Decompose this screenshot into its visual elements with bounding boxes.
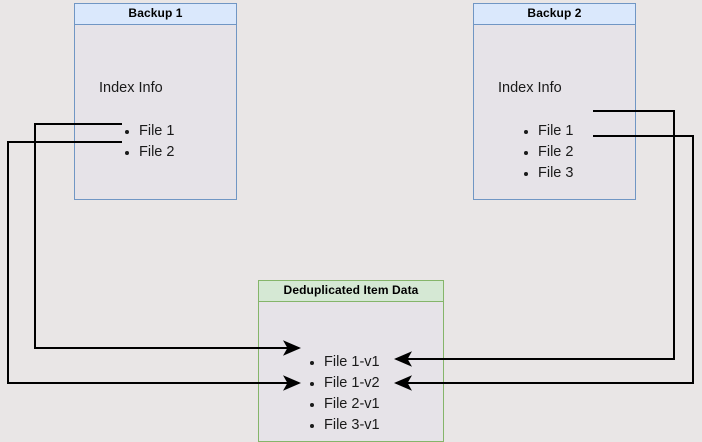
node-backup-1-body: Index Info File 1 File 2	[74, 24, 237, 200]
list-item: File 1	[122, 121, 174, 142]
list-item: File 2	[122, 142, 174, 163]
list-item: File 1	[521, 121, 573, 142]
node-backup-2-subtitle: Index Info	[498, 80, 562, 96]
backup-2-file-list: File 1 File 2 File 3	[521, 121, 573, 184]
list-item: File 1-v2	[307, 373, 380, 394]
node-deduplicated-item-data[interactable]: Deduplicated Item Data File 1-v1 File 1-…	[258, 280, 444, 442]
node-backup-1-subtitle: Index Info	[99, 80, 163, 96]
node-backup-1-header: Backup 1	[74, 3, 237, 24]
backup-1-file-list: File 1 File 2	[122, 121, 174, 163]
node-dedup-header: Deduplicated Item Data	[258, 280, 444, 301]
node-backup-1[interactable]: Backup 1 Index Info File 1 File 2	[74, 3, 237, 200]
list-item: File 1-v1	[307, 352, 380, 373]
node-dedup-body: File 1-v1 File 1-v2 File 2-v1 File 3-v1	[258, 301, 444, 442]
node-backup-2-header: Backup 2	[473, 3, 636, 24]
node-backup-2[interactable]: Backup 2 Index Info File 1 File 2 File 3	[473, 3, 636, 200]
list-item: File 2	[521, 142, 573, 163]
list-item: File 3-v1	[307, 415, 380, 436]
list-item: File 2-v1	[307, 394, 380, 415]
list-item: File 3	[521, 163, 573, 184]
node-backup-2-body: Index Info File 1 File 2 File 3	[473, 24, 636, 200]
dedup-file-list: File 1-v1 File 1-v2 File 2-v1 File 3-v1	[307, 352, 380, 436]
